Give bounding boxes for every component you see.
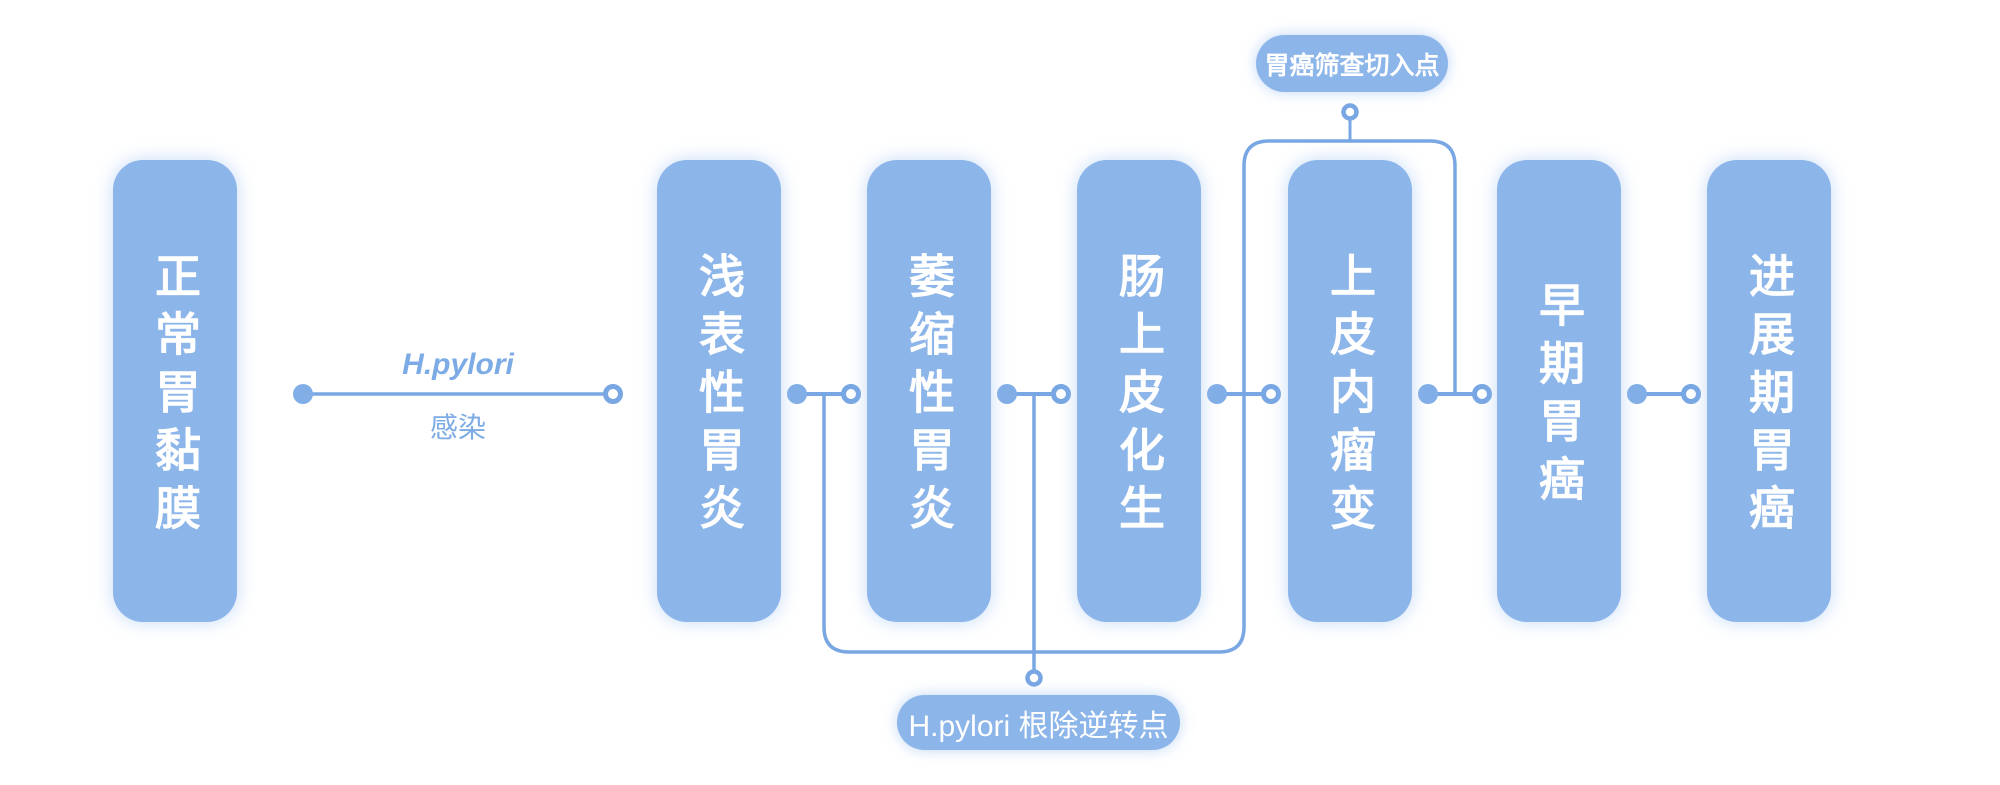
screening-entry-label: 胃癌筛查切入点 bbox=[1264, 51, 1440, 80]
edge-start-dot bbox=[787, 384, 807, 404]
edge-end-ring bbox=[1472, 384, 1492, 404]
edge-end-ring bbox=[603, 384, 623, 404]
edge-end-ring bbox=[1681, 384, 1701, 404]
stage-label: 进展期胃癌 bbox=[1743, 252, 1795, 542]
stage-label: 正常胃黏膜 bbox=[149, 252, 201, 542]
stage-label: 肠上皮化生 bbox=[1113, 252, 1165, 542]
stage-box-superficial-gastritis: 浅表性胃炎 bbox=[657, 160, 781, 622]
stage-box-advanced-gastric-cancer: 进展期胃癌 bbox=[1707, 160, 1831, 622]
infection-edge-label-hpylori: H.pylori bbox=[402, 348, 514, 381]
stage-box-intraepithelial-neoplasia: 上皮内瘤变 bbox=[1288, 160, 1412, 622]
stage-box-atrophic-gastritis: 萎缩性胃炎 bbox=[867, 160, 991, 622]
edge-end-ring bbox=[841, 384, 861, 404]
edge-start-dot bbox=[293, 384, 313, 404]
reversal-anchor-ring bbox=[1025, 669, 1043, 687]
eradication-reversal-pill: H.pylori 根除逆转点 bbox=[897, 695, 1180, 750]
screening-anchor-ring bbox=[1341, 103, 1359, 121]
edge-end-ring bbox=[1051, 384, 1071, 404]
infection-edge-label-ganran: 感染 bbox=[429, 412, 486, 443]
edge-start-dot bbox=[1207, 384, 1227, 404]
eradication-reversal-label: H.pylori 根除逆转点 bbox=[908, 709, 1169, 743]
stage-label: 萎缩性胃炎 bbox=[903, 252, 955, 542]
stage-label: 上皮内瘤变 bbox=[1324, 252, 1376, 542]
stage-box-intestinal-metaplasia: 肠上皮化生 bbox=[1077, 160, 1201, 622]
stage-box-normal-mucosa: 正常胃黏膜 bbox=[113, 160, 237, 622]
stage-box-early-gastric-cancer: 早期胃癌 bbox=[1497, 160, 1621, 622]
edge-end-ring bbox=[1261, 384, 1281, 404]
stage-label: 早期胃癌 bbox=[1533, 281, 1585, 513]
screening-entry-pill: 胃癌筛查切入点 bbox=[1256, 35, 1448, 92]
edge-start-dot bbox=[1418, 384, 1438, 404]
stage-label: 浅表性胃炎 bbox=[693, 252, 745, 542]
edge-start-dot bbox=[997, 384, 1017, 404]
edge-start-dot bbox=[1627, 384, 1647, 404]
